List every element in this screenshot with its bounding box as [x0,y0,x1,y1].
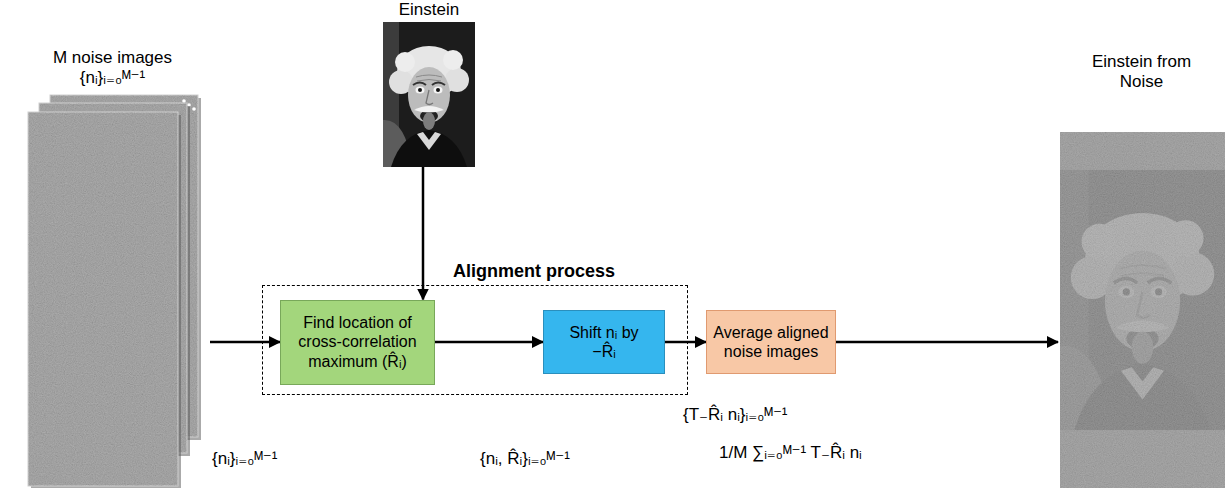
box-text: Average aligned noise images [712,323,830,361]
box-text: Shift nᵢ by −R̂ᵢ [558,323,650,361]
average-formula: 1/M ∑ᵢ₌₀ᴹ⁻¹ T₋R̂ᵢ nᵢ [719,442,862,463]
image-stack: M noise images{nᵢ}ᵢ₌₀ᴹ⁻¹ [15,48,210,488]
flow-arrow [836,341,1058,344]
noise-image-stack [28,95,201,488]
result-image: Einstein from Noise [1058,52,1225,488]
stack-title: M noise images [15,48,210,68]
einstein-photo [383,22,475,167]
set-notation: {nᵢ}ᵢ₌₀ᴹ⁻¹ [212,448,278,469]
process-box: Shift nᵢ by −R̂ᵢ [543,310,665,374]
box-text: Find location of cross-correlation maxim… [289,313,426,371]
flow-arrow [422,167,425,300]
group-title: Alignment process [453,261,615,282]
process-box: Find location of cross-correlation maxim… [280,300,435,385]
set-notation: {T₋R̂ᵢ nᵢ}ᵢ₌₀ᴹ⁻¹ [683,404,788,425]
flow-arrow [435,341,543,344]
image-title: Einstein [381,0,477,20]
set-notation: {nᵢ, R̂ᵢ}ᵢ₌₀ᴹ⁻¹ [480,448,570,469]
flow-arrow [665,341,706,344]
reference-image: Einstein [381,0,477,167]
set-notation: {nᵢ}ᵢ₌₀ᴹ⁻¹ [15,68,210,88]
image-title: Einstein from Noise [1074,52,1209,93]
noise-average-image [1060,132,1225,488]
process-box: Average aligned noise images [706,310,836,374]
alignment-group: Alignment processFind location of cross-… [262,285,688,395]
flow-arrow [210,341,280,344]
